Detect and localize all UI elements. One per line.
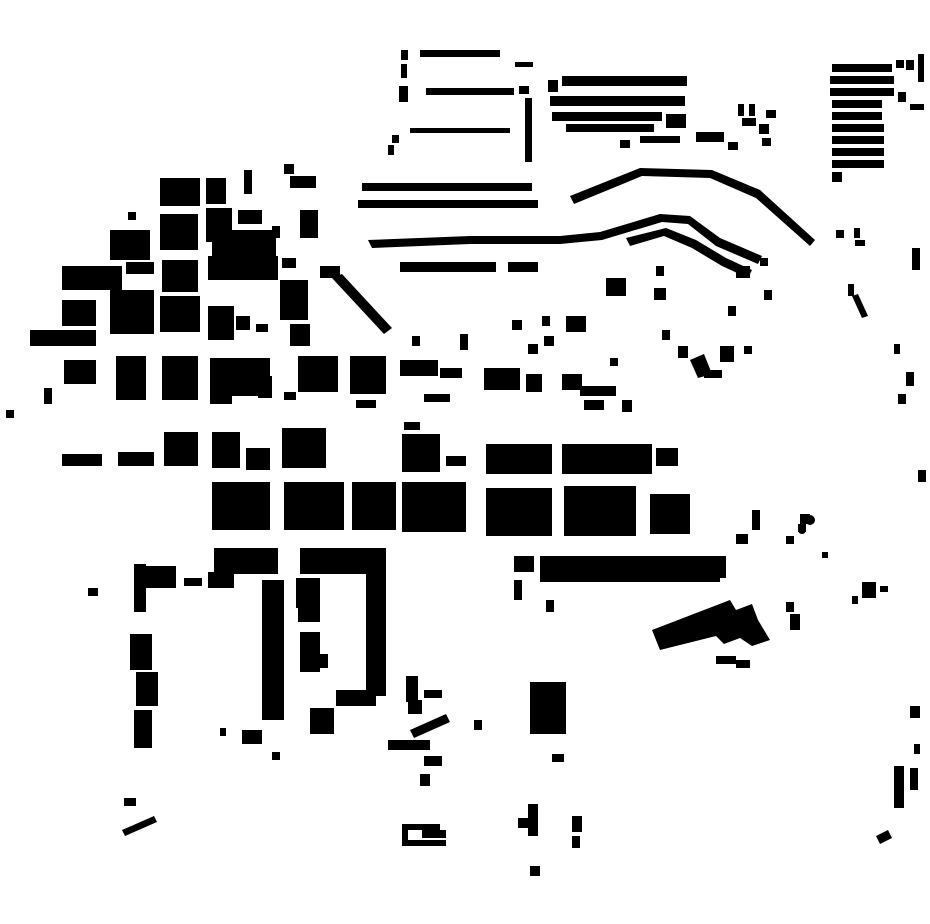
building-cluster-north-east — [830, 54, 924, 182]
building-cluster-north-west — [6, 164, 392, 418]
building-cluster-middle-grid — [62, 422, 926, 558]
building-cluster-south-west — [88, 548, 386, 836]
building-cluster-north-central — [358, 50, 776, 208]
building-rows-curved-street — [368, 168, 920, 318]
building-cluster-central-band — [44, 266, 914, 412]
building-cluster-south-central — [388, 556, 726, 876]
building-cluster-south-east — [652, 582, 920, 844]
round-structures — [787, 515, 815, 543]
